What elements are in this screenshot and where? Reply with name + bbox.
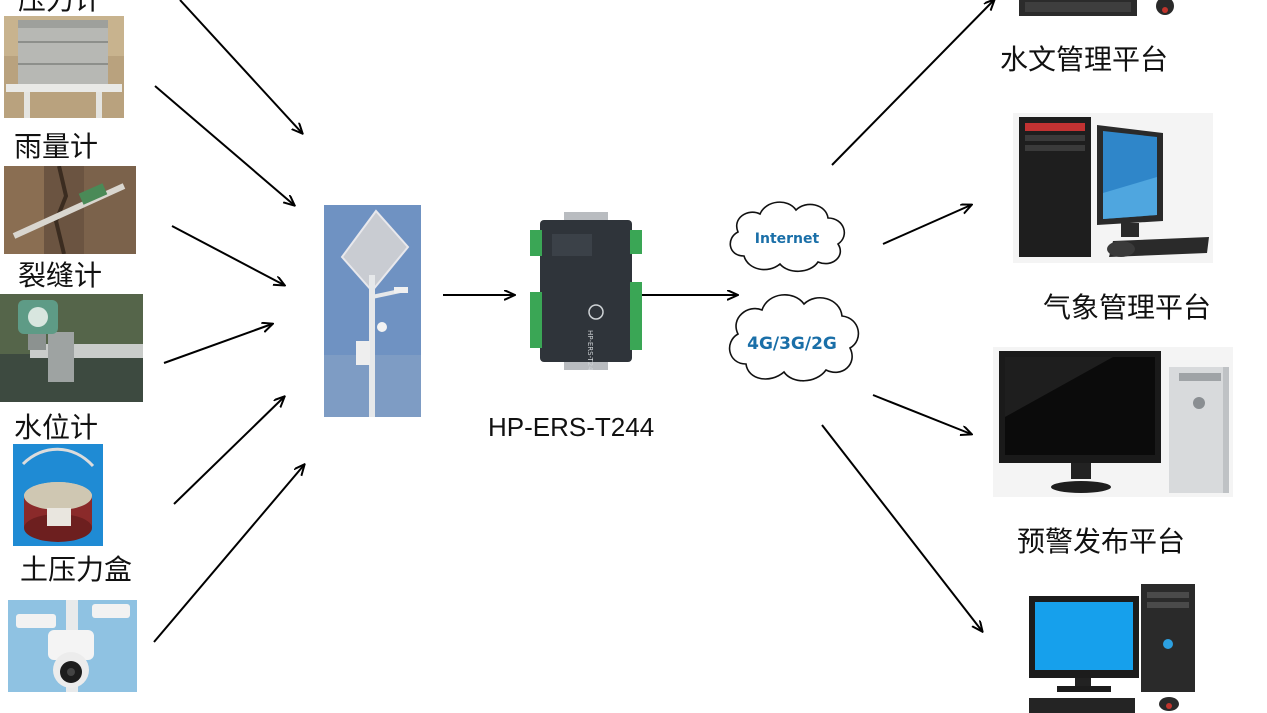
desktop-pc-photo-2 <box>1027 582 1197 713</box>
soil-pressure-cell-photo <box>13 444 103 546</box>
platform-label-meteorology: 气象管理平台 <box>1043 291 1212 324</box>
arrow-top-sensor <box>179 0 302 133</box>
arrow-water-level <box>173 397 284 505</box>
internet-label: Internet <box>755 231 820 247</box>
internet-cloud: Internet <box>729 201 846 273</box>
arrow-to-hydrology <box>831 0 994 166</box>
arrow-soil-pressure <box>153 465 304 643</box>
solar-pole-photo <box>324 205 421 417</box>
camera-photo <box>8 600 137 692</box>
platform-label-hydrology: 水文管理平台 <box>1000 43 1169 76</box>
arrow-pressure-meter <box>154 85 294 205</box>
arrow-rain-gauge <box>171 225 284 285</box>
sensor-label-crack: 裂缝计 <box>18 259 103 292</box>
desktop-pc-photo-1 <box>1013 113 1213 263</box>
sensor-label-pressure: 压力计 <box>18 0 102 14</box>
water-level-meter-photo <box>0 294 143 402</box>
monitor-pc-photo <box>993 347 1233 497</box>
cellular-network-label: 4G/3G/2G <box>747 334 837 354</box>
arrow-to-bottom-pc <box>821 424 982 631</box>
sensor-label-water: 水位计 <box>14 411 99 444</box>
device-case-text: HP-ERS-T244 <box>586 330 594 370</box>
rtu-device-photo: HP-ERS-T244 <box>530 212 642 370</box>
device-model-label: HP-ERS-T244 <box>488 412 655 442</box>
rain-gauge-photo <box>4 16 124 118</box>
cellular-cloud: 4G/3G/2G <box>728 294 860 382</box>
platform-label-warning: 预警发布平台 <box>1017 525 1186 558</box>
sensor-label-soil: 土压力盒 <box>20 553 133 586</box>
keyboard-photo-top <box>1015 0 1175 20</box>
arrow-crack-meter <box>163 324 272 364</box>
crack-meter-photo <box>4 166 136 254</box>
sensor-label-rain: 雨量计 <box>14 130 99 163</box>
arrow-to-warning <box>872 394 971 434</box>
arrow-to-meteorology <box>882 205 971 245</box>
